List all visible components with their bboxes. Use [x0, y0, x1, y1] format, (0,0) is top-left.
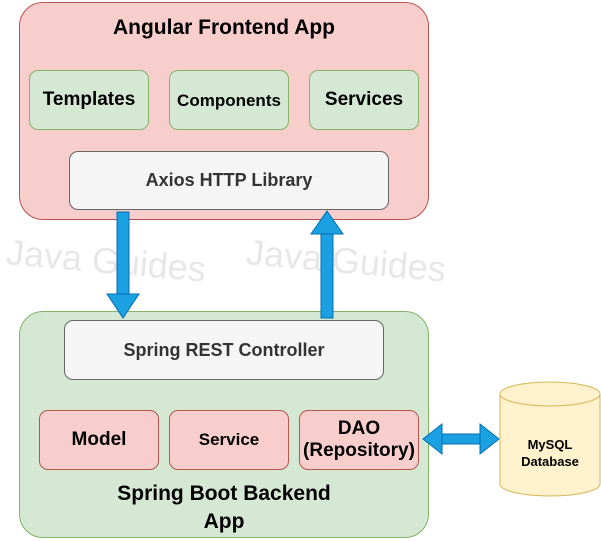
service-box: Service	[169, 410, 289, 470]
mysql-database-cylinder	[499, 381, 601, 497]
arrow-backend-to-frontend	[310, 210, 344, 319]
axios-http-library-box: Axios HTTP Library	[69, 151, 389, 210]
services-box: Services	[309, 70, 419, 130]
mysql-database-label: MySQL Database	[500, 436, 600, 470]
templates-box: Templates	[29, 70, 149, 130]
db-label-line1: MySQL	[527, 437, 573, 452]
model-box: Model	[39, 410, 159, 470]
arrow-frontend-to-backend	[106, 211, 140, 319]
dao-label: DAO	[337, 418, 381, 439]
backend-title: Spring Boot Backend App	[19, 480, 429, 536]
components-box: Components	[169, 70, 289, 130]
backend-title-line1: Spring Boot Backend	[117, 482, 331, 505]
frontend-title: Angular Frontend App	[112, 16, 336, 39]
db-label-line2: Database	[521, 454, 579, 469]
spring-rest-controller-box: Spring REST Controller	[64, 320, 384, 380]
arrow-dao-database	[422, 422, 500, 456]
repository-label: (Repository)	[303, 440, 415, 461]
backend-title-line2: App	[203, 510, 245, 533]
dao-repository-box: DAO (Repository)	[299, 410, 419, 470]
